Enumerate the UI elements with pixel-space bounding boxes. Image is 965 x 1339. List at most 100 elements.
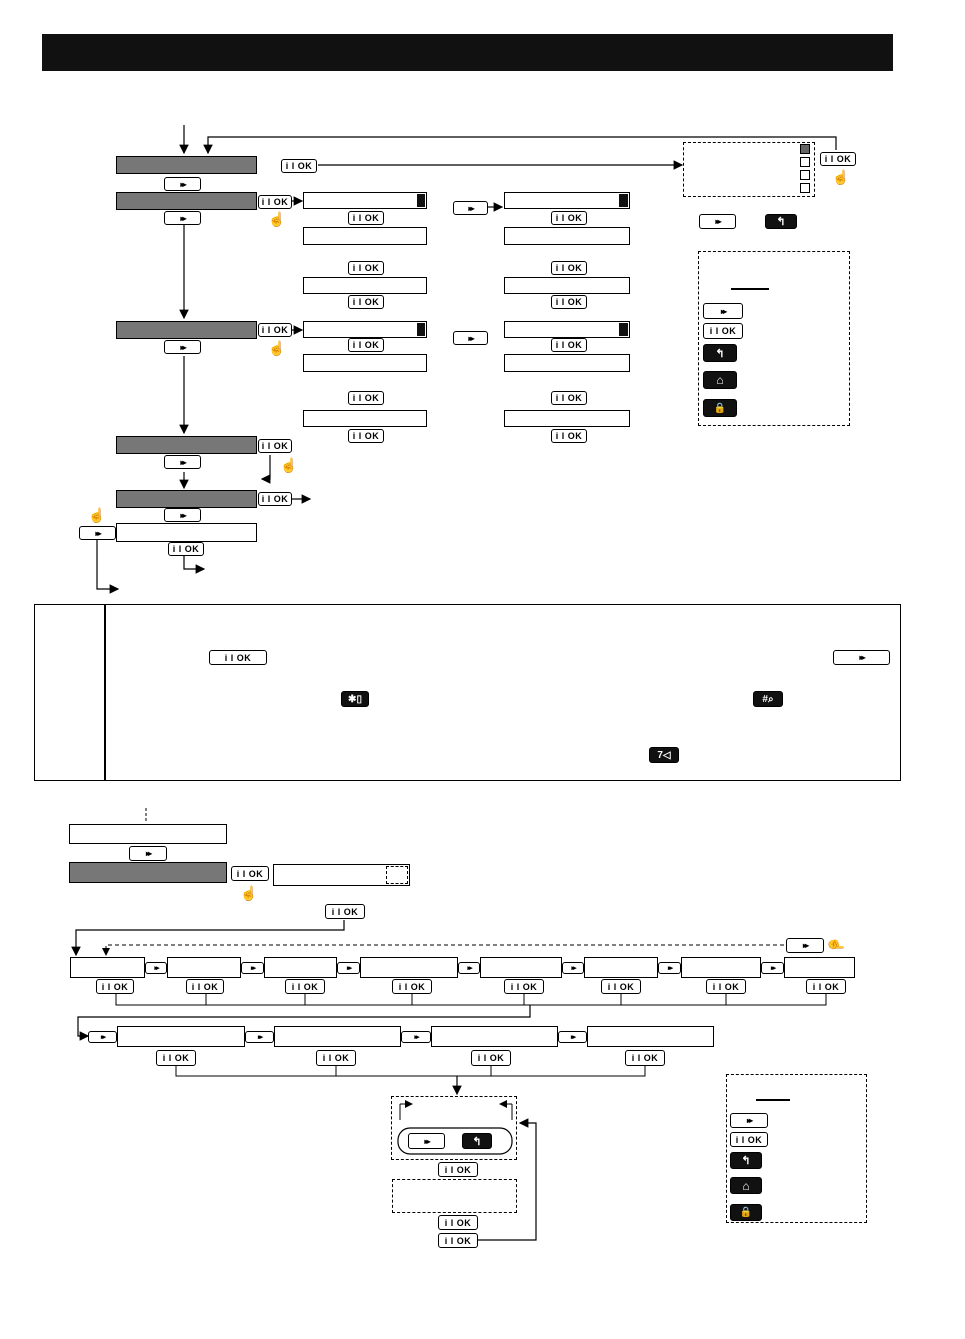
- ok-key[interactable]: i l OK: [551, 429, 587, 443]
- legend-lock-key: 🔒: [703, 399, 737, 417]
- option-square[interactable]: [800, 183, 810, 193]
- ok-key[interactable]: i l OK: [168, 542, 204, 556]
- next-key[interactable]: ▸▸: [245, 1031, 274, 1043]
- display-line: [273, 864, 410, 886]
- legend-underline: [756, 1099, 790, 1101]
- section-header-bar: [42, 34, 893, 71]
- display-line: [303, 321, 427, 338]
- ok-key[interactable]: i l OK: [348, 295, 384, 309]
- ok-key[interactable]: i l OK: [348, 429, 384, 443]
- ok-key[interactable]: i l OK: [348, 338, 384, 352]
- cursor-block: [619, 194, 628, 207]
- option-square[interactable]: [800, 170, 810, 180]
- ok-key[interactable]: i l OK: [551, 338, 587, 352]
- ok-key[interactable]: i l OK: [438, 1215, 478, 1230]
- legend-ok-key: i l OK: [703, 323, 743, 339]
- legend-panel: [698, 251, 850, 426]
- next-key[interactable]: ▸▸: [558, 1031, 587, 1043]
- back-key[interactable]: ↰: [462, 1133, 492, 1149]
- pointing-hand-icon: ☝: [268, 340, 286, 356]
- ok-key[interactable]: i l OK: [156, 1050, 196, 1066]
- ok-key[interactable]: i l OK: [504, 979, 544, 994]
- next-key[interactable]: ▸▸: [833, 650, 890, 665]
- option-box: [587, 1026, 714, 1047]
- legend-back-key: ↰: [703, 344, 737, 362]
- option-box: [784, 957, 855, 978]
- option-square[interactable]: [800, 157, 810, 167]
- menu-item-1: [116, 156, 257, 174]
- legend-next-key: ▸▸: [730, 1113, 768, 1128]
- display-line: [504, 227, 630, 245]
- pointing-hand-icon: ☝: [268, 211, 286, 227]
- display-line: [504, 277, 630, 294]
- ok-key[interactable]: i l OK: [316, 1050, 356, 1066]
- display-line: [504, 410, 630, 427]
- next-key[interactable]: ▸▸: [145, 962, 167, 974]
- option-square-selected[interactable]: [800, 144, 810, 154]
- ok-key[interactable]: i l OK: [601, 979, 641, 994]
- ok-key[interactable]: i l OK: [551, 211, 587, 225]
- legend-home-key: ⌂: [703, 371, 737, 389]
- cursor-block: [619, 323, 628, 336]
- ok-key[interactable]: i l OK: [625, 1050, 665, 1066]
- star-key-icon: ✱▯: [341, 691, 369, 707]
- ok-key[interactable]: i l OK: [438, 1233, 478, 1248]
- ok-key[interactable]: i l OK: [438, 1162, 478, 1177]
- ok-key[interactable]: i l OK: [285, 979, 325, 994]
- ok-key[interactable]: i l OK: [258, 439, 292, 453]
- next-key[interactable]: ▸▸: [401, 1031, 431, 1043]
- ok-key[interactable]: i l OK: [258, 195, 292, 209]
- next-key[interactable]: ▸▸: [129, 846, 167, 861]
- lower-menu-item-1: [69, 824, 227, 844]
- next-key[interactable]: ▸▸: [79, 526, 116, 540]
- ok-key[interactable]: i l OK: [551, 295, 587, 309]
- next-key[interactable]: ▸▸: [453, 331, 488, 345]
- back-key[interactable]: ↰: [765, 214, 797, 229]
- ok-key[interactable]: i l OK: [281, 159, 317, 173]
- ok-key[interactable]: i l OK: [258, 492, 292, 506]
- ok-key[interactable]: i l OK: [551, 391, 587, 405]
- next-key[interactable]: ▸▸: [562, 962, 584, 974]
- ok-key[interactable]: i l OK: [348, 211, 384, 225]
- ok-key[interactable]: i l OK: [392, 979, 432, 994]
- confirm-panel: [392, 1179, 517, 1213]
- next-key[interactable]: ▸▸: [164, 455, 201, 469]
- ok-key[interactable]: i l OK: [706, 979, 746, 994]
- ok-key[interactable]: i l OK: [258, 323, 292, 337]
- next-key[interactable]: ▸▸: [164, 508, 201, 522]
- next-key[interactable]: ▸▸: [458, 962, 480, 974]
- next-key[interactable]: ▸▸: [164, 211, 201, 225]
- ok-key[interactable]: i l OK: [96, 979, 134, 994]
- ok-key[interactable]: i l OK: [820, 152, 856, 166]
- next-key[interactable]: ▸▸: [761, 962, 784, 974]
- ok-key[interactable]: i l OK: [209, 650, 267, 665]
- next-key[interactable]: ▸▸: [88, 1031, 117, 1043]
- display-line: [504, 321, 630, 338]
- ok-key[interactable]: i l OK: [806, 979, 846, 994]
- next-key[interactable]: ▸▸: [786, 938, 824, 953]
- next-key[interactable]: ▸▸: [453, 201, 488, 215]
- ok-key[interactable]: i l OK: [348, 391, 384, 405]
- next-key[interactable]: ▸▸: [164, 340, 201, 354]
- ok-key[interactable]: i l OK: [325, 904, 365, 919]
- next-key[interactable]: ▸▸: [337, 962, 360, 974]
- display-line: [504, 192, 630, 209]
- ok-key[interactable]: i l OK: [471, 1050, 511, 1066]
- hash-search-key-icon: #⌕: [753, 691, 783, 707]
- next-key[interactable]: ▸▸: [164, 177, 201, 191]
- display-line: [303, 277, 427, 294]
- next-key[interactable]: ▸▸: [408, 1133, 445, 1149]
- next-key[interactable]: ▸▸: [699, 214, 736, 229]
- ok-key[interactable]: i l OK: [231, 866, 269, 881]
- note-divider: [104, 604, 106, 781]
- display-line: [303, 192, 427, 209]
- ok-key[interactable]: i l OK: [186, 979, 224, 994]
- menu-item-3: [116, 321, 257, 339]
- ok-key[interactable]: i l OK: [348, 261, 384, 275]
- option-box: [360, 957, 458, 978]
- next-key[interactable]: ▸▸: [658, 962, 681, 974]
- menu-item-4: [116, 436, 257, 454]
- next-key[interactable]: ▸▸: [241, 962, 264, 974]
- ok-key[interactable]: i l OK: [551, 261, 587, 275]
